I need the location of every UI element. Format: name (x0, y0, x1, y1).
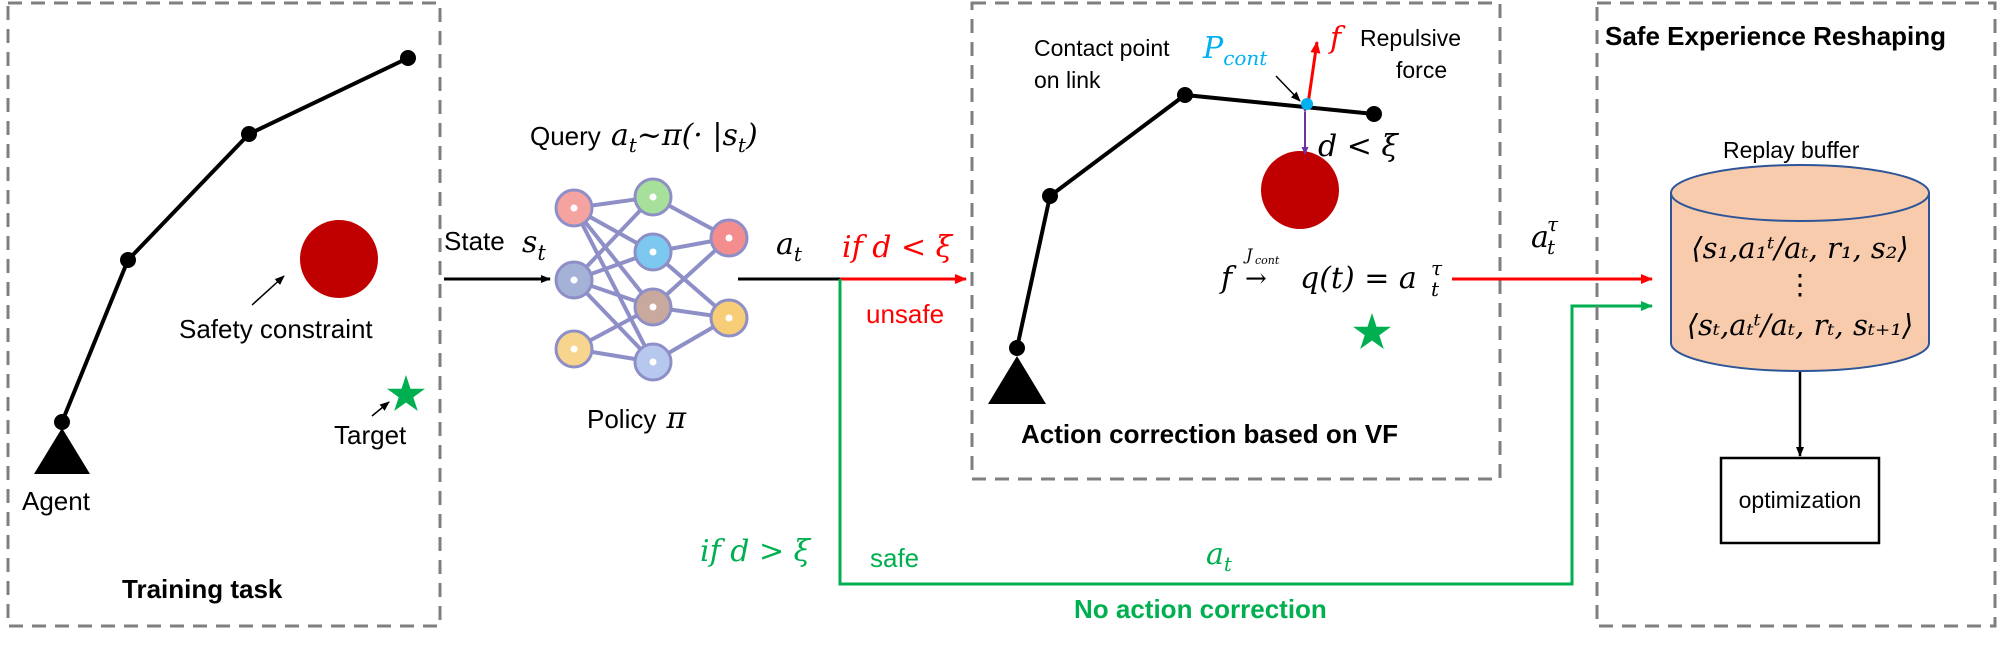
state-symbol: st (522, 225, 546, 265)
training-task-panel: Agent Safety constraint Target Training … (6, 1, 442, 628)
arm-joint (1042, 188, 1058, 204)
star-icon (1353, 313, 1391, 349)
contact-pointer-arrow (1275, 75, 1301, 102)
policy-output-symbol: at (776, 227, 803, 266)
target-pointer-arrow (371, 401, 390, 417)
safe-experience-reshaping-panel: Safe Experience Reshaping Replay buffer … (1595, 1, 1997, 628)
unsafe-condition: if d < ξ (842, 230, 954, 265)
triangle-base-icon (34, 428, 90, 474)
action-correction-title: Action correction based on VF (1021, 419, 1398, 449)
constraint-pointer-arrow (251, 275, 285, 306)
replay-buffer-label: Replay buffer (1723, 137, 1860, 163)
repulsive-force-label: Repulsive force (1360, 25, 1467, 83)
state-input: State st (444, 225, 551, 283)
repulsive-force-arrow (1306, 41, 1321, 105)
network-nodes (554, 177, 749, 382)
force-symbol: f (1328, 21, 1346, 56)
training-task-title: Training task (122, 574, 283, 604)
buffer-tuple-first: ⟨s₁,a₁ᵗ/aₜ, r₁, s₂⟩ (1691, 231, 1909, 265)
optimization-label: optimization (1739, 487, 1862, 513)
policy-network: Query at~π(· |st) (530, 118, 840, 436)
safe-branch: if d > ξ safe at No action correction (700, 279, 1653, 624)
replay-buffer-cylinder (1670, 164, 1930, 372)
mapping-formula: f → J cont q(t) = a τ t (1219, 245, 1447, 301)
safe-action-symbol: at (1206, 537, 1233, 576)
obstacle (1261, 151, 1339, 229)
no-action-correction-label: No action correction (1074, 594, 1327, 624)
arm-joint (54, 414, 70, 430)
training-task-border (6, 1, 442, 628)
corrected-robot-arm (1015, 92, 1375, 349)
distance-condition: d < ξ (1318, 129, 1399, 164)
network-node-centers (570, 193, 733, 366)
buffer-tuple-last: ⟨sₜ,aₜᵗ/aₜ, rₜ, sₜ₊₁⟩ (1687, 308, 1914, 342)
optimization-box (1719, 456, 1881, 545)
safe-experience-title: Safe Experience Reshaping (1605, 21, 1946, 51)
action-correction-border (970, 1, 1502, 481)
network-edges (572, 195, 731, 364)
safe-experience-border (1595, 1, 1997, 628)
unsafe-branch: if d < ξ unsafe (840, 230, 967, 329)
contact-point (1301, 98, 1313, 110)
safe-label: safe (870, 543, 919, 573)
triangle-base-icon (988, 356, 1046, 404)
action-correction-panel: Contact point on link Pcont f Repulsive … (970, 1, 1502, 481)
safety-constraint-label: Safety constraint (179, 314, 373, 344)
safe-condition: if d > ξ (700, 534, 812, 569)
safety-constraint-obstacle (300, 220, 378, 298)
arm-joint (120, 252, 136, 268)
policy-label: Policy π (587, 401, 687, 436)
arm-end-effector (1366, 106, 1382, 122)
query-label: Query at~π(· |st) (530, 118, 758, 157)
arm-end-effector (400, 50, 416, 66)
arm-joint (241, 126, 257, 142)
target-label: Target (334, 420, 407, 450)
safe-experience-title-bg (1600, 14, 1992, 54)
arm-joint (1009, 340, 1025, 356)
corrected-action-output: a τ t (1452, 204, 1653, 284)
contact-point-label: Contact point on link (1034, 35, 1176, 93)
contact-point-symbol: Pcont (1202, 31, 1268, 70)
state-label: State (444, 226, 505, 256)
star-icon (387, 375, 425, 411)
robot-arm (60, 56, 409, 423)
unsafe-label: unsafe (866, 299, 944, 329)
agent-label: Agent (22, 486, 91, 516)
arm-joint (1177, 87, 1193, 103)
buffer-tuple-dots: ⋮ (1786, 268, 1814, 301)
corrected-action-symbol: a τ t (1531, 204, 1568, 259)
safe-path (838, 279, 1653, 586)
